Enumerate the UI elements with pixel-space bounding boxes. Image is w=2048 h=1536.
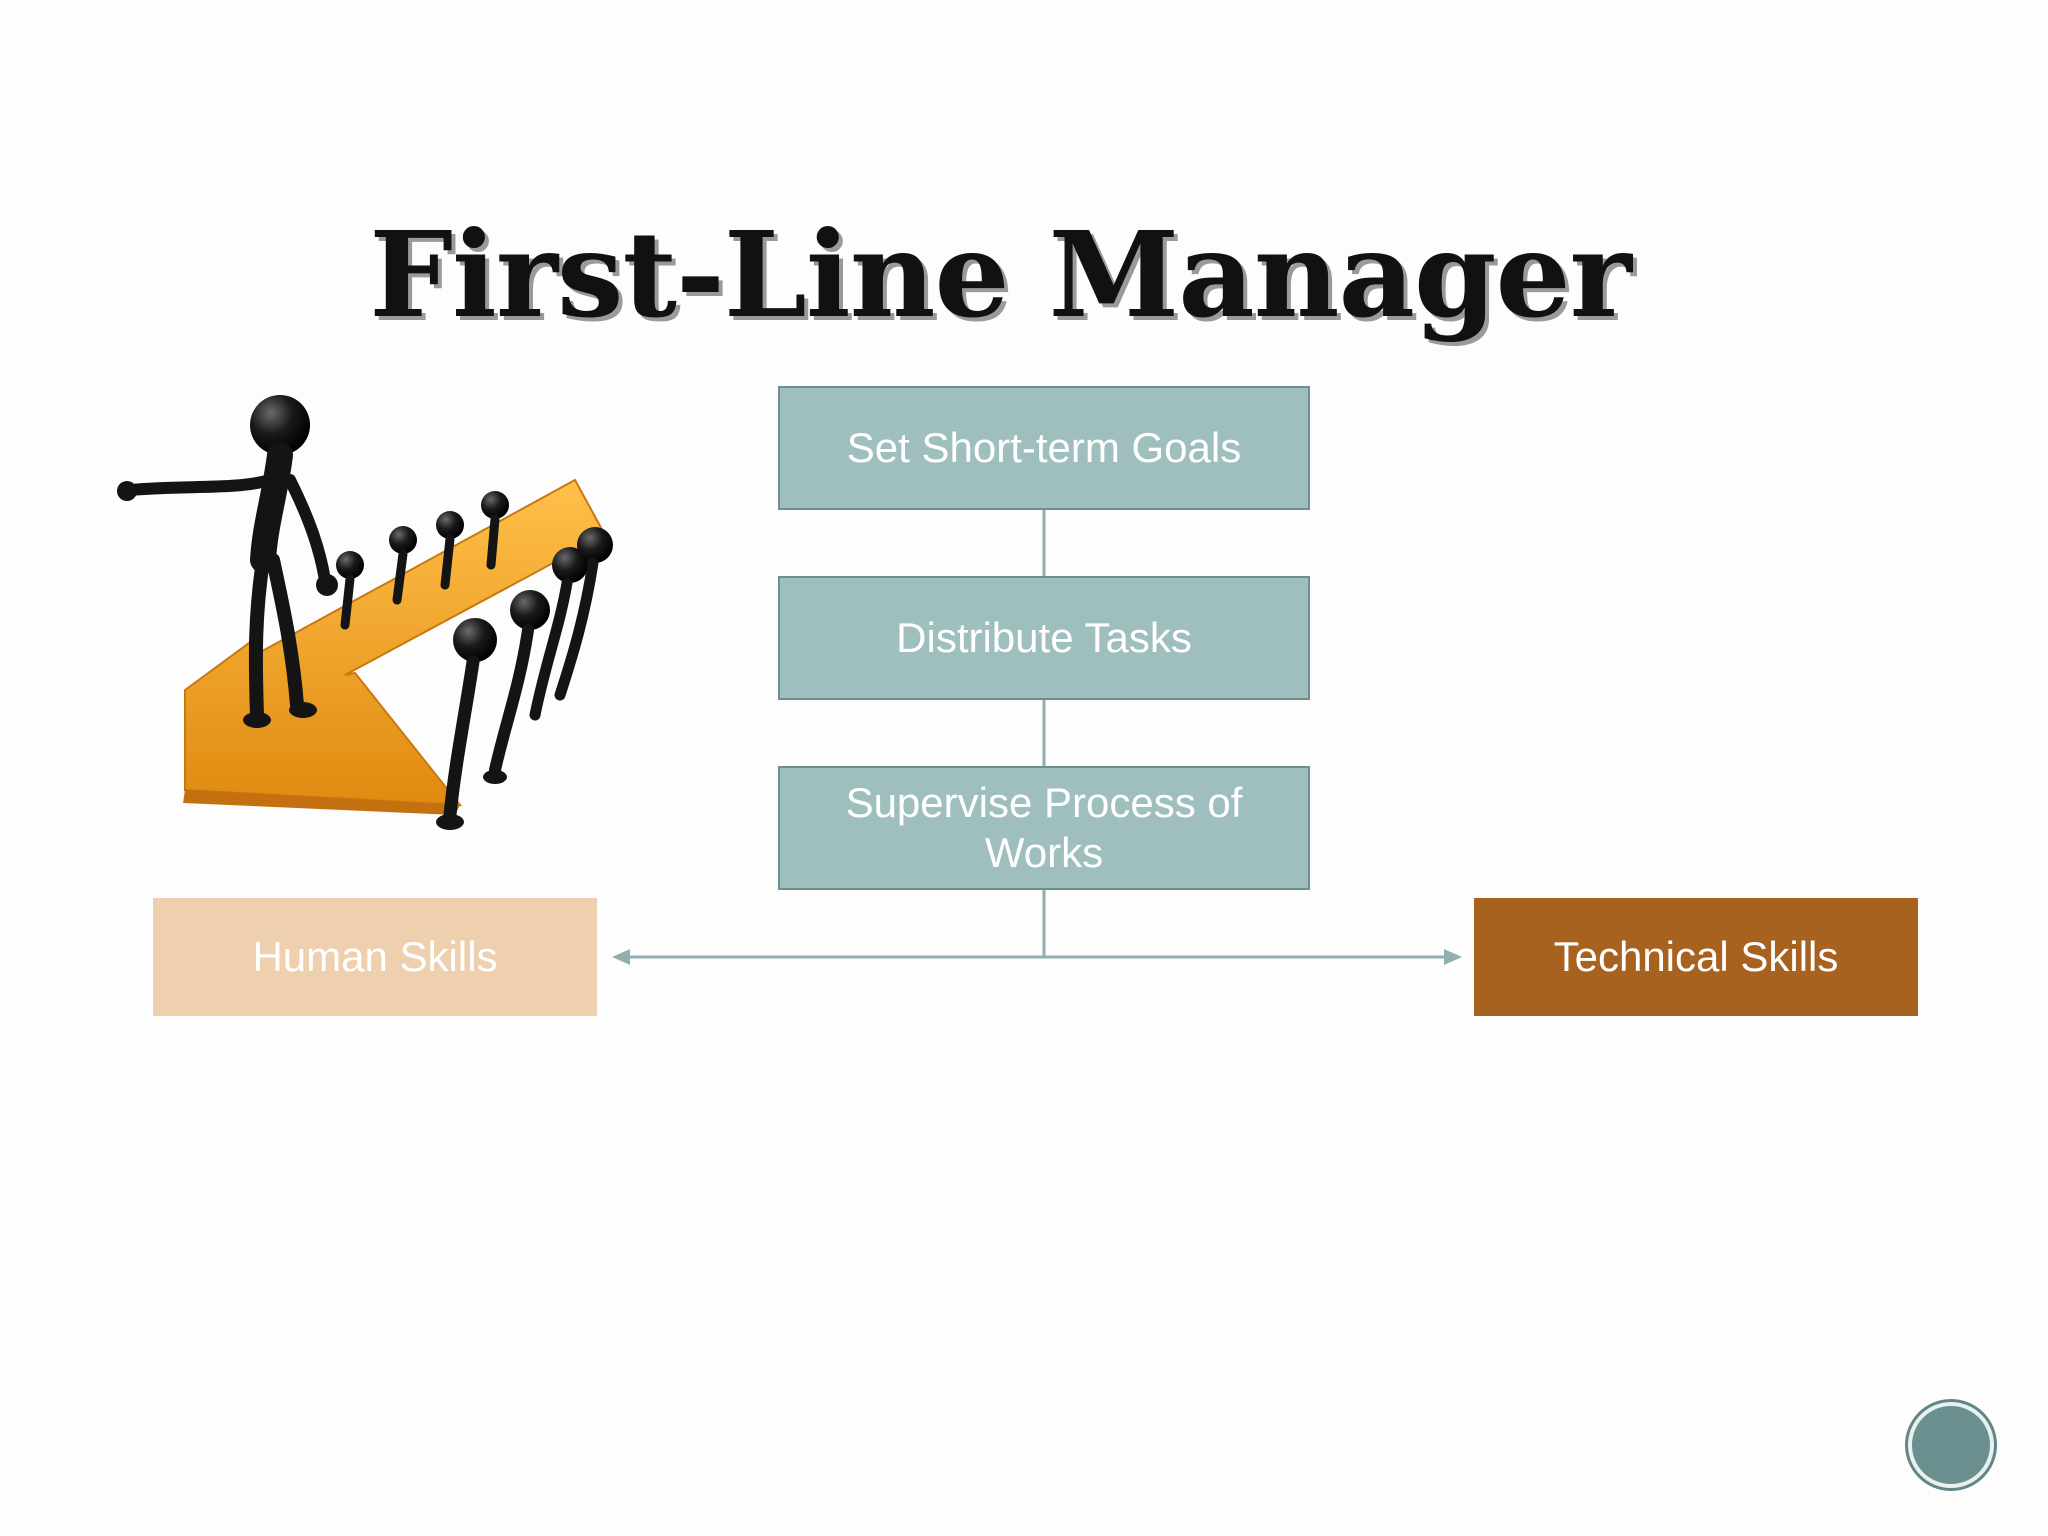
step-set-goals: Set Short-term Goals <box>778 386 1310 510</box>
step-supervise-works: Supervise Process of Works <box>778 766 1310 890</box>
arrowhead-right <box>1444 949 1462 965</box>
skill-label: Human Skills <box>252 932 498 980</box>
step-label: Set Short-term Goals <box>846 423 1242 471</box>
leader-team-illustration <box>117 395 613 830</box>
skill-label: Technical Skills <box>1553 932 1839 980</box>
step-label: Supervise Process of Works <box>845 778 1243 876</box>
arrowhead-left <box>612 949 630 965</box>
follower-figures <box>336 491 613 830</box>
step-label: Distribute Tasks <box>896 613 1192 661</box>
leader-figure <box>117 395 338 728</box>
technical-skills-box: Technical Skills <box>1474 898 1918 1016</box>
slide-nav-circle-icon[interactable] <box>1908 1402 1994 1488</box>
slide-title: First-Line Manager <box>369 205 1632 344</box>
human-skills-box: Human Skills <box>153 898 597 1016</box>
step-distribute-tasks: Distribute Tasks <box>778 576 1310 700</box>
